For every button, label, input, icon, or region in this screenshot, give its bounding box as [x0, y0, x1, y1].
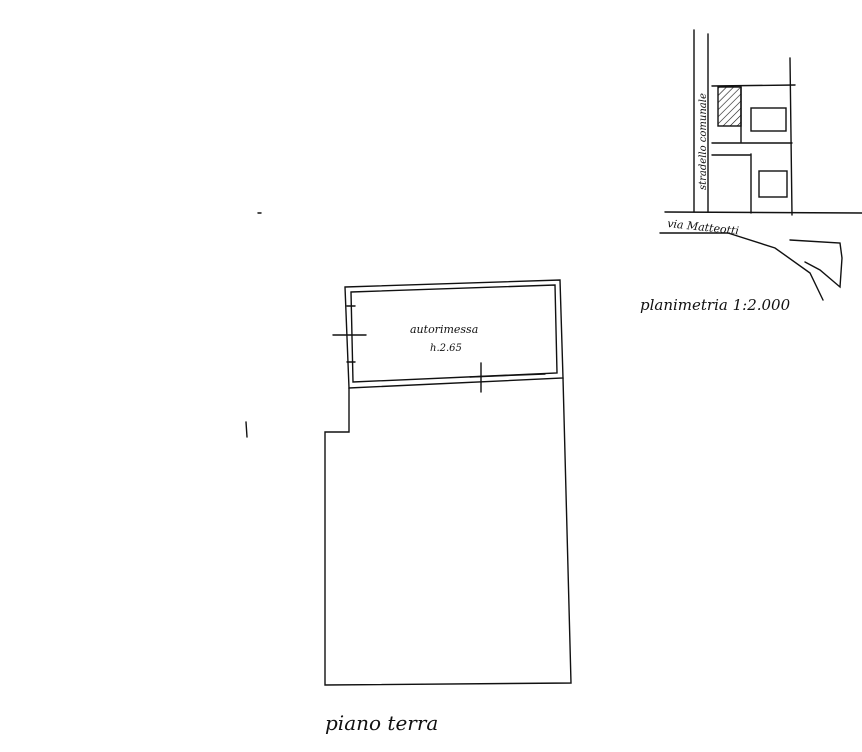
street-label-via-matteotti: via Matteotti — [667, 217, 740, 237]
room-height: h.2.65 — [430, 343, 462, 354]
subject-property-hatched — [717, 86, 742, 127]
scan-speck — [245, 421, 248, 438]
site-plan-inset: stradello comunale via Matteotti planime… — [640, 29, 862, 314]
floor-plan: autorimessa h.2.65 piano terra — [324, 279, 572, 735]
lot-boundary — [324, 377, 572, 686]
garage-room: autorimessa h.2.65 — [332, 279, 564, 393]
room-name: autorimessa — [410, 323, 478, 336]
floor-plan-caption: piano terra — [325, 711, 438, 735]
site-plan-caption: planimetria 1:2.000 — [640, 296, 791, 314]
street-label-stradello: stradello comunale — [698, 93, 709, 190]
